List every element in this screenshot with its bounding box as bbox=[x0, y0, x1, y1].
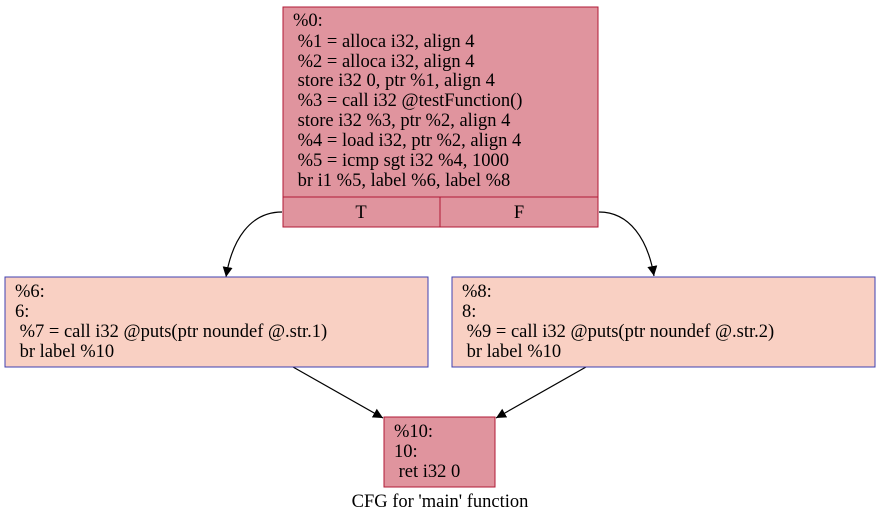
block-10-line: 10: bbox=[394, 442, 418, 462]
block-6: %6: 6: %7 = call i32 @puts(ptr noundef @… bbox=[4, 276, 429, 368]
block-8-line: 8: bbox=[462, 302, 476, 322]
cfg-caption: CFG for 'main' function bbox=[352, 492, 529, 512]
edge-false-to-block-8 bbox=[598, 211, 658, 277]
edges bbox=[222, 211, 658, 419]
block-entry-line: store i32 %3, ptr %2, align 4 bbox=[293, 111, 510, 131]
block-entry-line: %2 = alloca i32, align 4 bbox=[293, 52, 475, 72]
block-10-line: ret i32 0 bbox=[394, 462, 460, 482]
block-8: %8: 8: %9 = call i32 @puts(ptr noundef @… bbox=[451, 276, 876, 368]
block-entry: %0: %1 = alloca i32, align 4 %2 = alloca… bbox=[282, 6, 599, 228]
block-8-line: %8: bbox=[462, 282, 492, 302]
block-8-box bbox=[451, 276, 876, 368]
block-entry-box bbox=[282, 6, 599, 228]
block-6-line: br label %10 bbox=[15, 342, 114, 362]
block-6-line: %7 = call i32 @puts(ptr noundef @.str.1) bbox=[15, 322, 327, 342]
block-10: %10: 10: ret i32 0 bbox=[383, 416, 496, 488]
block-6-box bbox=[4, 276, 429, 368]
block-entry-line: %3 = call i32 @testFunction() bbox=[293, 91, 522, 111]
block-entry-line: store i32 0, ptr %1, align 4 bbox=[293, 71, 495, 91]
block-entry-line: %4 = load i32, ptr %2, align 4 bbox=[293, 131, 521, 151]
edge-block-8-to-block-10 bbox=[495, 366, 587, 419]
block-8-line: %9 = call i32 @puts(ptr noundef @.str.2) bbox=[462, 322, 774, 342]
block-6-line: %6: bbox=[15, 282, 45, 302]
block-entry-line: br i1 %5, label %6, label %8 bbox=[293, 171, 510, 191]
edge-true-to-block-6 bbox=[222, 211, 283, 278]
block-8-line: br label %10 bbox=[462, 342, 561, 362]
block-10-line: %10: bbox=[394, 422, 433, 442]
edge-block-6-to-block-10 bbox=[292, 366, 384, 419]
port-label-false: F bbox=[514, 203, 524, 223]
block-entry-line: %1 = alloca i32, align 4 bbox=[293, 32, 475, 52]
block-entry-line: %5 = icmp sgt i32 %4, 1000 bbox=[293, 151, 509, 171]
block-entry-line: %0: bbox=[293, 11, 323, 31]
port-label-true: T bbox=[355, 203, 366, 223]
block-10-box bbox=[383, 416, 496, 488]
block-6-line: 6: bbox=[15, 302, 29, 322]
